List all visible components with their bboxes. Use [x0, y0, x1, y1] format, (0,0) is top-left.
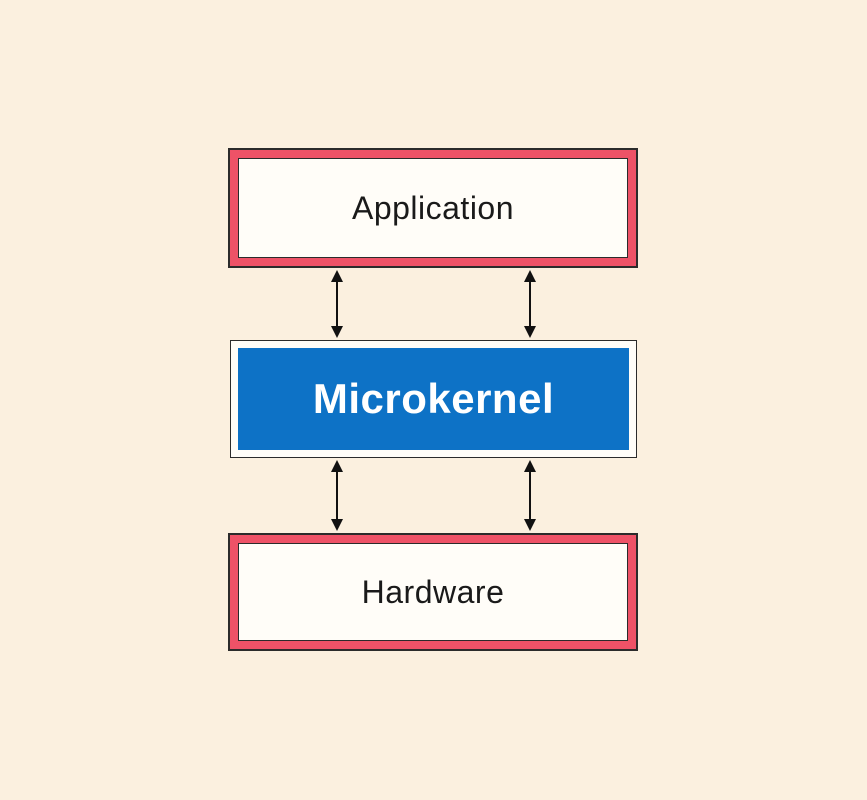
node-application-body: Application [238, 158, 628, 258]
arrow-microkernel-hardware-left [331, 460, 343, 531]
node-application-label: Application [351, 189, 515, 226]
node-hardware: Hardware [228, 533, 638, 651]
node-application: Application [228, 148, 638, 268]
arrow-microkernel-hardware-right [524, 460, 536, 531]
node-hardware-body: Hardware [238, 543, 628, 641]
arrow-application-microkernel-right [524, 270, 536, 338]
arrow-application-microkernel-left [331, 270, 343, 338]
node-microkernel-label: Microkernel [312, 375, 555, 422]
node-microkernel: Microkernel [230, 340, 637, 458]
node-microkernel-body: Microkernel [238, 348, 629, 450]
node-hardware-label: Hardware [361, 573, 505, 610]
